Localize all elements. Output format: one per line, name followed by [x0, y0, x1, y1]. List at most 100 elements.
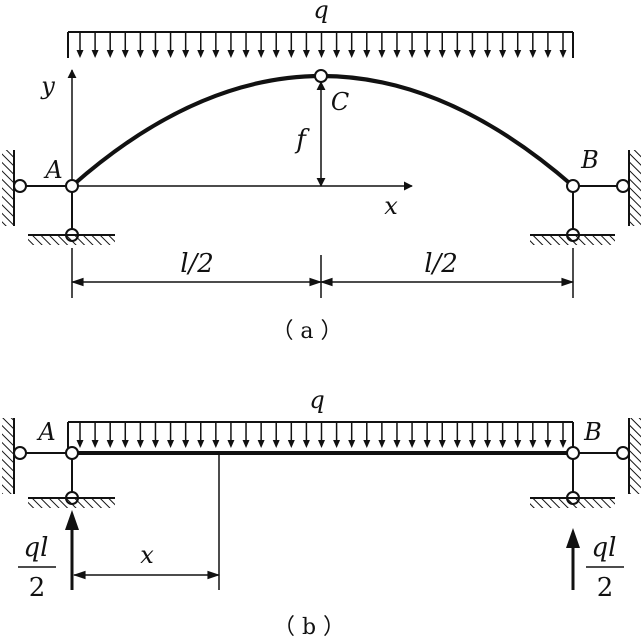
load-arrow-head [438, 440, 446, 448]
load-arrow-head [212, 440, 220, 448]
load-arrow-head [423, 440, 431, 448]
load-arrow-head [484, 50, 492, 58]
load-arrow-head [363, 440, 371, 448]
load-arrow-head [182, 50, 190, 58]
load-arrows-b [76, 422, 567, 448]
load-arrow-head [167, 440, 175, 448]
span-right-label: l/2 [424, 249, 458, 279]
load-label-b: q [309, 386, 324, 414]
load-arrow-head [302, 440, 310, 448]
load-arrow-head [227, 440, 235, 448]
load-arrow-head [348, 50, 356, 58]
load-arrow-head [363, 50, 371, 58]
span-dimensions [70, 248, 575, 298]
load-arrow-head [197, 50, 205, 58]
rise-label: f [294, 125, 310, 155]
caption-a: （ a ） [271, 319, 342, 344]
load-arrow-head [393, 440, 401, 448]
load-arrow-head [151, 440, 159, 448]
load-arrow-head [484, 440, 492, 448]
load-arrow-head [302, 50, 310, 58]
point-c-label: C [331, 88, 349, 116]
arch-curve [70, 74, 575, 188]
load-arrow-head [468, 50, 476, 58]
reaction-left-den: 2 [29, 573, 46, 603]
y-axis-label: y [40, 72, 55, 100]
load-arrow-head [212, 50, 220, 58]
load-arrow-head [468, 440, 476, 448]
load-arrow-head [287, 440, 295, 448]
x-axis-label: x [384, 192, 398, 220]
load-arrow-head [559, 50, 567, 58]
load-arrow-head [227, 50, 235, 58]
reaction-right-den: 2 [597, 573, 614, 603]
load-arrow-head [453, 50, 461, 58]
load-arrow-head [76, 440, 84, 448]
load-arrow-head [91, 50, 99, 58]
reaction-right-num: ql [592, 533, 617, 563]
load-arrow-head [408, 440, 416, 448]
reaction-left [65, 510, 79, 590]
figure-a: q y x f C A [2, 0, 641, 344]
load-arrow-head [106, 50, 114, 58]
point-b-label: B [580, 146, 599, 174]
load-arrow-head [136, 50, 144, 58]
load-arrow-head [544, 440, 552, 448]
load-arrow-head [453, 440, 461, 448]
point-b-label-b: B [583, 418, 602, 446]
load-arrow-head [423, 50, 431, 58]
load-arrow-head [197, 440, 205, 448]
load-arrow-head [121, 440, 129, 448]
reaction-right [566, 528, 580, 590]
hinge-b [566, 179, 580, 193]
caption-b: （ b ） [273, 615, 345, 640]
load-arrow-head [136, 440, 144, 448]
load-arrow-head [544, 50, 552, 58]
span-left-label: l/2 [180, 249, 214, 279]
load-arrow-head [514, 440, 522, 448]
crown-hinge-c [314, 69, 328, 83]
load-arrow-head [393, 50, 401, 58]
load-arrow-head [106, 440, 114, 448]
load-arrow-head [257, 440, 265, 448]
left-support-a [2, 150, 115, 245]
left-support-b-fig [2, 418, 115, 508]
load-arrow-head [272, 440, 280, 448]
distributed-load-a [67, 31, 574, 58]
load-arrow-head [378, 50, 386, 58]
right-support-b [530, 150, 641, 245]
load-arrow-head [242, 440, 250, 448]
load-arrow-head [318, 440, 325, 448]
distributed-load-b [67, 421, 574, 448]
position-label: x [140, 541, 154, 569]
load-arrows-a [76, 32, 567, 58]
right-support-b-fig [530, 418, 641, 508]
load-arrow-head [499, 440, 507, 448]
load-arrow-head [318, 50, 325, 58]
figure-b: q A B [2, 386, 641, 640]
load-arrow-head [167, 50, 175, 58]
load-arrow-head [91, 440, 99, 448]
load-arrow-head [182, 440, 190, 448]
load-arrow-head [333, 440, 341, 448]
load-arrow-head [559, 440, 567, 448]
load-arrow-head [257, 50, 265, 58]
load-arrow-head [514, 50, 522, 58]
load-arrow-head [438, 50, 446, 58]
load-arrow-head [333, 50, 341, 58]
load-arrow-head [76, 50, 84, 58]
load-arrow-head [151, 50, 159, 58]
point-a-label: A [43, 156, 62, 184]
load-arrow-head [242, 50, 250, 58]
load-arrow-head [121, 50, 129, 58]
load-arrow-head [529, 440, 537, 448]
load-arrow-head [348, 440, 356, 448]
load-arrow-head [272, 50, 280, 58]
load-arrow-head [499, 50, 507, 58]
reaction-left-num: ql [24, 533, 49, 563]
load-label-a: q [313, 0, 328, 24]
load-arrow-head [378, 440, 386, 448]
load-arrow-head [287, 50, 295, 58]
load-arrow-head [408, 50, 416, 58]
